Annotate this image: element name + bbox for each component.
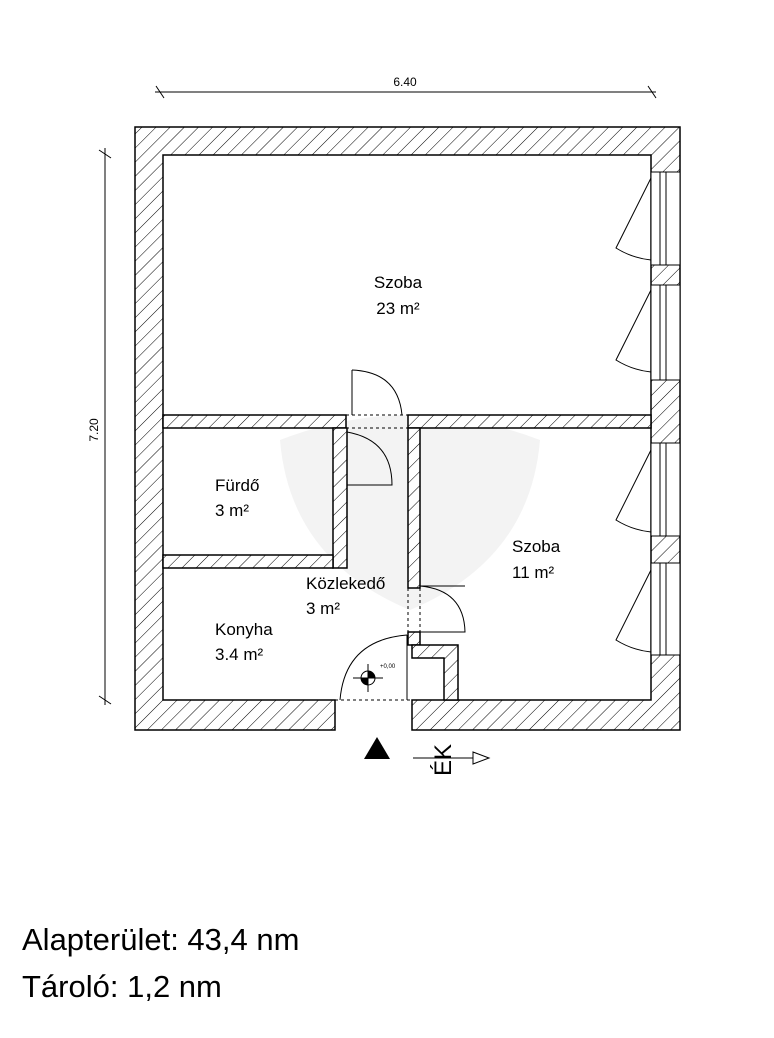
- compass-arrow-icon: [413, 751, 491, 765]
- level-marker-icon: [353, 664, 383, 692]
- room-labels: Szoba 23 m² Fürdő 3 m² Szoba 11 m² Közle…: [215, 273, 561, 664]
- storage-area-text: Tároló: 1,2 nm: [22, 969, 222, 1004]
- room-area: 3 m²: [215, 501, 249, 520]
- room-area: 11 m²: [512, 563, 555, 582]
- height-label: 7.20: [87, 418, 101, 442]
- room-area: 23 m²: [376, 299, 420, 318]
- floor-area-text: Alapterület: 43,4 nm: [22, 922, 300, 957]
- room-area: 3.4 m²: [215, 645, 264, 664]
- room-area: 3 m²: [306, 599, 340, 618]
- room-name: Szoba: [512, 537, 561, 556]
- walls: [134, 126, 681, 731]
- doors: [335, 369, 466, 701]
- room-name: Konyha: [215, 620, 273, 639]
- width-dimension: [155, 85, 657, 99]
- room-name: Szoba: [374, 273, 423, 292]
- room-name: Közlekedő: [306, 574, 385, 593]
- compass-label: ÉK: [430, 744, 457, 776]
- windows: [615, 171, 681, 656]
- height-dimension: [98, 148, 112, 705]
- room-name: Fürdő: [215, 476, 259, 495]
- entrance-arrow-icon: [364, 737, 390, 759]
- width-label: 6.40: [393, 75, 417, 89]
- level-label: +0,00: [380, 664, 396, 670]
